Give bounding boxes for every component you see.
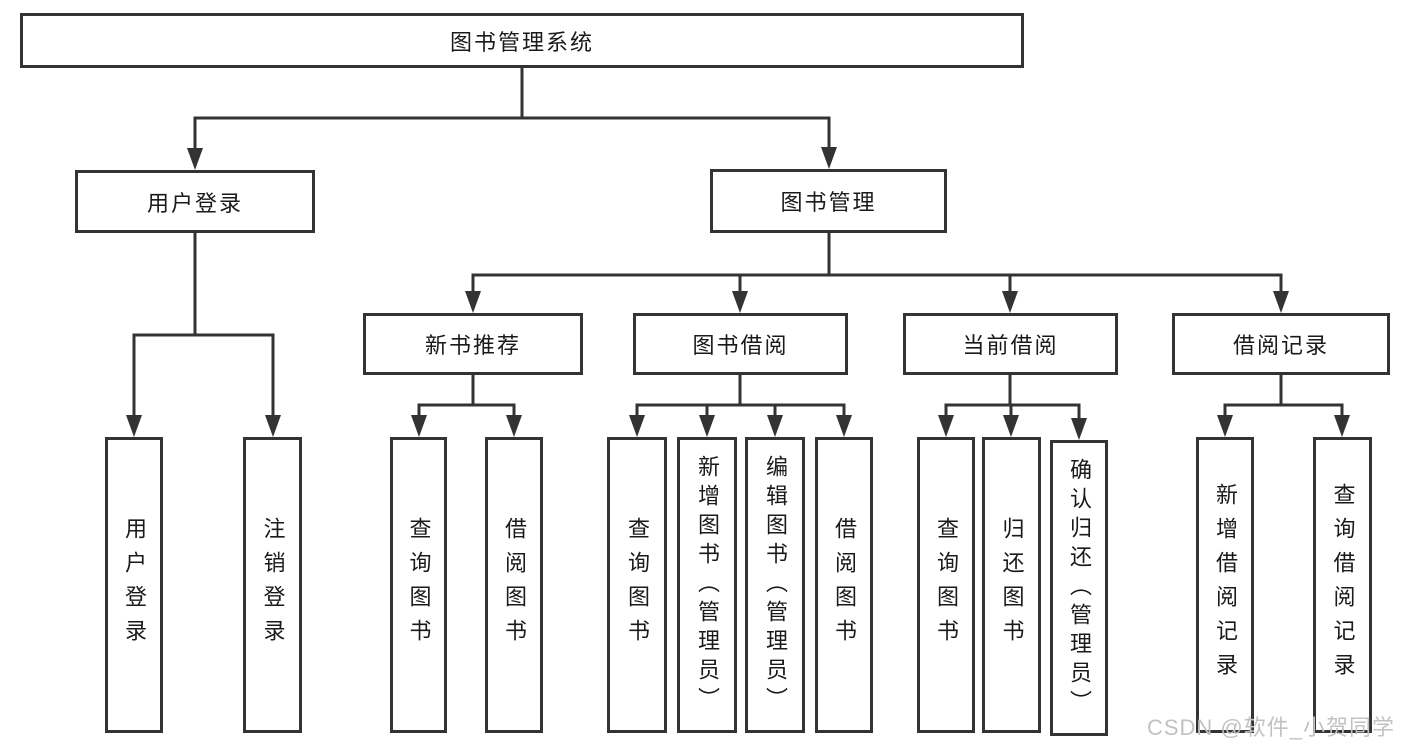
leaf-recommend-borrow-book: 借阅图书 bbox=[485, 437, 543, 733]
leaf-borrow-query-book: 查询图书 bbox=[607, 437, 667, 733]
leaf-current-query-book: 查询图书 bbox=[917, 437, 975, 733]
leaf-query-borrow-record-label: 查询借阅记录 bbox=[1330, 483, 1356, 687]
csdn-watermark: CSDN @软件_小贺同学 bbox=[1146, 715, 1395, 740]
leaf-confirm-return-admin: 确认归还（管理员） bbox=[1050, 440, 1108, 736]
leaf-user-login: 用户登录 bbox=[105, 437, 163, 733]
node-borrow-record: 借阅记录 bbox=[1172, 313, 1390, 375]
node-book-borrow: 图书借阅 bbox=[633, 313, 848, 375]
node-new-book-recommend-label: 新书推荐 bbox=[424, 333, 521, 358]
leaf-add-book-admin-label: 新增图书（管理员） bbox=[695, 454, 720, 716]
leaf-user-login-label: 用户登录 bbox=[122, 517, 147, 653]
leaf-logout: 注销登录 bbox=[243, 437, 302, 733]
leaf-return-book-label: 归还图书 bbox=[999, 517, 1025, 653]
leaf-logout-label: 注销登录 bbox=[260, 517, 286, 653]
node-book-management: 图书管理 bbox=[710, 169, 947, 233]
node-borrow-record-label: 借阅记录 bbox=[1232, 333, 1329, 358]
leaf-add-borrow-record: 新增借阅记录 bbox=[1196, 437, 1254, 733]
leaf-edit-book-admin-label: 编辑图书（管理员） bbox=[763, 454, 788, 716]
leaf-borrow-query-book-label: 查询图书 bbox=[625, 517, 650, 653]
node-user-login: 用户登录 bbox=[75, 170, 315, 233]
leaf-borrow-borrow-book: 借阅图书 bbox=[815, 437, 873, 733]
node-root-label: 图书管理系统 bbox=[449, 29, 594, 55]
node-book-management-label: 图书管理 bbox=[780, 190, 877, 215]
leaf-recommend-borrow-book-label: 借阅图书 bbox=[502, 517, 527, 653]
leaf-query-borrow-record: 查询借阅记录 bbox=[1313, 437, 1372, 733]
leaf-add-book-admin: 新增图书（管理员） bbox=[677, 437, 737, 733]
leaf-confirm-return-admin-label: 确认归还（管理员） bbox=[1067, 457, 1092, 719]
leaf-recommend-query-book: 查询图书 bbox=[390, 437, 447, 733]
node-current-borrow-label: 当前借阅 bbox=[962, 333, 1059, 358]
leaf-current-query-book-label: 查询图书 bbox=[934, 517, 959, 653]
node-new-book-recommend: 新书推荐 bbox=[363, 313, 583, 375]
leaf-edit-book-admin: 编辑图书（管理员） bbox=[745, 437, 805, 733]
leaf-borrow-borrow-book-label: 借阅图书 bbox=[832, 517, 857, 653]
node-root: 图书管理系统 bbox=[20, 13, 1024, 68]
leaf-add-borrow-record-label: 新增借阅记录 bbox=[1213, 483, 1238, 687]
node-user-login-label: 用户登录 bbox=[146, 190, 243, 216]
leaf-recommend-query-book-label: 查询图书 bbox=[406, 517, 432, 653]
node-book-borrow-label: 图书借阅 bbox=[692, 333, 789, 358]
leaf-return-book: 归还图书 bbox=[982, 437, 1041, 733]
node-current-borrow: 当前借阅 bbox=[903, 313, 1118, 375]
